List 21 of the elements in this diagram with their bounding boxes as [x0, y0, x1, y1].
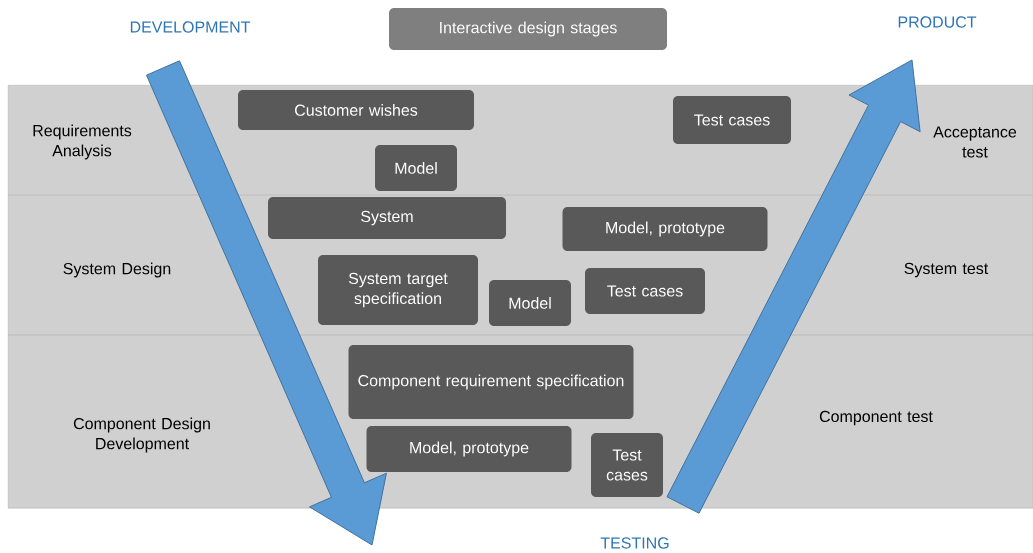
phase-label: PRODUCT	[898, 16, 977, 28]
stage-box: System	[268, 197, 506, 239]
stage-box: Customer wishes	[238, 90, 474, 130]
stage-label: System test	[904, 262, 989, 278]
stage-box: Model	[375, 145, 457, 191]
stage-label: Acceptance test	[933, 126, 1017, 158]
stage-box: Test cases	[673, 96, 791, 144]
phase-label: DEVELOPMENT	[130, 21, 251, 33]
stage-box: Model, prototype	[562, 207, 768, 251]
stage-box: Component requirement specification	[348, 345, 634, 419]
stage-box: Interactive design stages	[389, 8, 667, 50]
phase-label: TESTING	[600, 537, 669, 549]
stage-box: Model	[489, 280, 571, 326]
stage-label: Component Design Development	[73, 417, 210, 453]
stage-box: Model, prototype	[366, 426, 572, 472]
stage-box: Test cases	[591, 433, 663, 497]
stage-box: Test cases	[585, 268, 705, 314]
stage-label: Requirements Analysis	[33, 124, 132, 160]
stage-box: System target specification	[318, 255, 478, 325]
stage-label: System Design	[63, 262, 171, 278]
stage-label: Component test	[819, 410, 933, 426]
